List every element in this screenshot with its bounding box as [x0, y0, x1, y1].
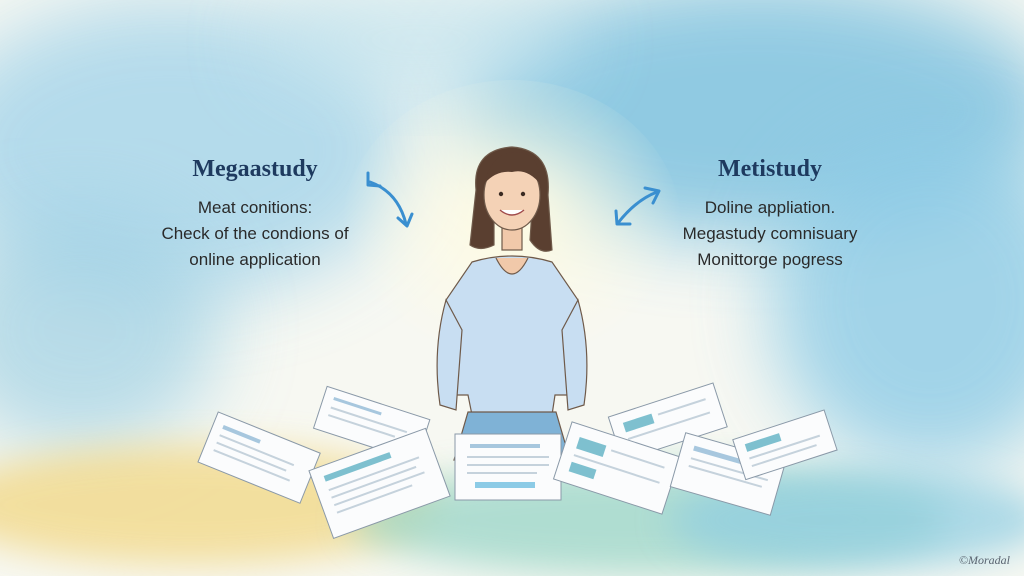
document-paper: [552, 421, 682, 515]
right-double-arrow-icon: [614, 186, 661, 226]
right-panel-line: Monittorge pogress: [697, 250, 843, 269]
document-paper: [732, 409, 838, 481]
left-panel-line: Check of the condions of: [161, 224, 349, 243]
document-paper: [454, 433, 562, 501]
document-paper: [607, 382, 728, 462]
right-panel-title: Metistudy: [718, 156, 822, 182]
right-panel-line: Megastudy comnisuary: [682, 224, 858, 243]
right-panel-line: Doline appliation.: [704, 198, 836, 217]
artist-signature: ©Moradal: [958, 553, 1010, 567]
document-paper: [197, 411, 321, 504]
documents: [197, 382, 838, 540]
left-panel-line: online application: [189, 250, 321, 269]
left-panel-line: Meat conitions:: [197, 198, 313, 217]
document-paper: [308, 427, 451, 540]
left-panel-title: Megaastudy: [192, 156, 318, 182]
left-double-arrow-icon: [366, 171, 414, 228]
woman-illustration: [436, 146, 588, 461]
right-info-panel: Metistudy Doline appliation. Megastudy c…: [640, 156, 900, 273]
left-info-panel: Megaastudy Meat conitions: Check of the …: [130, 156, 380, 273]
